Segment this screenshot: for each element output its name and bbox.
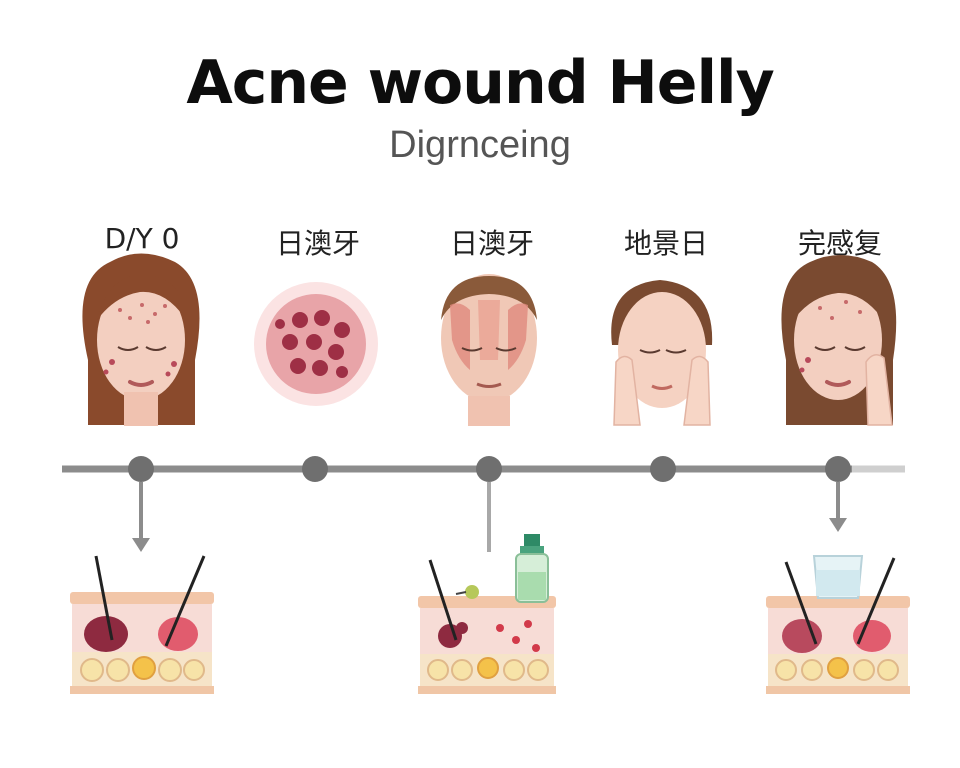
stage-label-4: 地景日 xyxy=(623,227,708,260)
timeline-node-2 xyxy=(302,456,328,482)
timeline xyxy=(62,456,905,482)
lesion-closeup-illustration xyxy=(254,282,378,406)
stage-label-3: 日澳牙 xyxy=(449,227,534,260)
skin-cross-section-2 xyxy=(418,534,556,694)
timeline-node-4 xyxy=(650,456,676,482)
stage-label-1: D/Y 0 xyxy=(104,222,180,255)
page-subtitle: Digrnceing xyxy=(389,124,571,166)
stage-label-5: 完感复 xyxy=(797,227,882,260)
face-hands-illustration xyxy=(611,280,713,426)
face-acne-illustration xyxy=(82,253,200,426)
face-recovery-illustration xyxy=(781,255,897,426)
stage-label-2: 日澳牙 xyxy=(275,227,360,260)
page-title: Acne wound Helly xyxy=(186,48,774,118)
connector-arrow-5 xyxy=(829,482,847,532)
skin-cross-section-1 xyxy=(70,555,214,694)
connector-arrow-1 xyxy=(132,482,150,552)
face-redness-illustration xyxy=(441,274,537,426)
timeline-node-1 xyxy=(128,456,154,482)
water-glass-icon xyxy=(812,555,864,599)
timeline-node-3 xyxy=(476,456,502,482)
serum-bottle-icon xyxy=(515,534,549,603)
timeline-node-5 xyxy=(825,456,851,482)
skin-cross-section-3 xyxy=(766,555,910,694)
